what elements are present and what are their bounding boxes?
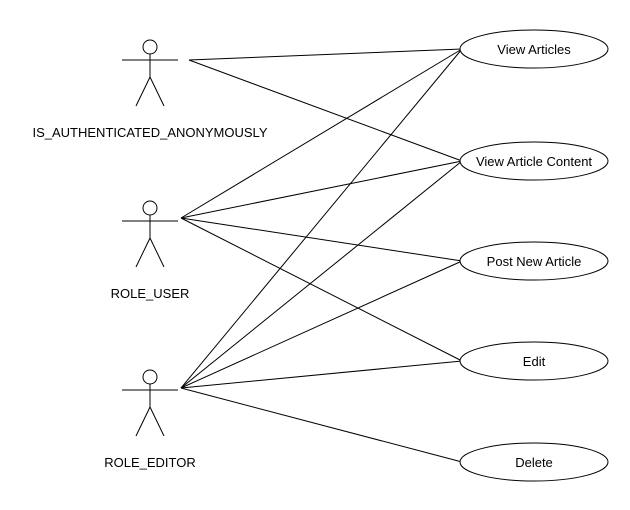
actor-right-leg [149,406,165,437]
association-user-view_articles [180,48,463,219]
actor-label-editor: ROLE_EDITOR [104,455,196,470]
use-case-view_articles[interactable]: View Articles [459,29,609,69]
use-case-label-view_articles: View Articles [497,42,571,57]
use-case-ellipse [459,241,609,281]
actors: IS_AUTHENTICATED_ANONYMOUSLY ROLE_USER ROL… [32,39,268,470]
actor-label-user: ROLE_USER [111,286,190,301]
association-user-post_new [180,217,463,262]
use-case-label-post_new: Post New Article [487,254,582,269]
association-user-edit [180,217,463,362]
association-editor-view_articles [180,48,463,389]
use-case-ellipse [459,141,609,181]
use-case-label-edit: Edit [523,354,546,369]
use-case-label-delete: Delete [515,455,553,470]
association-anon-view_content [188,59,463,162]
actor-left-leg [135,237,151,268]
actor-right-leg [149,76,165,107]
associations [180,48,463,463]
actor-head [142,39,158,55]
actor-editor[interactable] [122,369,178,437]
association-editor-view_content [180,160,463,389]
use-case-ellipse [459,341,609,381]
use-case-post_new[interactable]: Post New Article [459,241,609,281]
use-case-label-view_content: View Article Content [476,154,592,169]
association-editor-post_new [180,260,463,389]
use-case-ellipse [459,29,609,69]
actor-head [142,200,158,216]
actor-user[interactable] [122,200,178,268]
association-anon-view_articles [188,48,463,61]
association-editor-delete [180,387,463,463]
actor-anon[interactable] [122,39,178,107]
use-case-view_content[interactable]: View Article Content [459,141,609,181]
use-case-edit[interactable]: Edit [459,341,609,381]
use-case-delete[interactable]: Delete [459,442,609,482]
association-editor-edit [180,360,463,389]
actor-head [142,369,158,385]
use-case-ellipse [459,442,609,482]
association-user-view_content [180,160,463,219]
actor-left-leg [135,406,151,437]
actor-right-leg [149,237,165,268]
actor-label-anon: IS_AUTHENTICATED_ANONYMOUSLY [32,125,267,140]
actor-left-leg [135,76,151,107]
